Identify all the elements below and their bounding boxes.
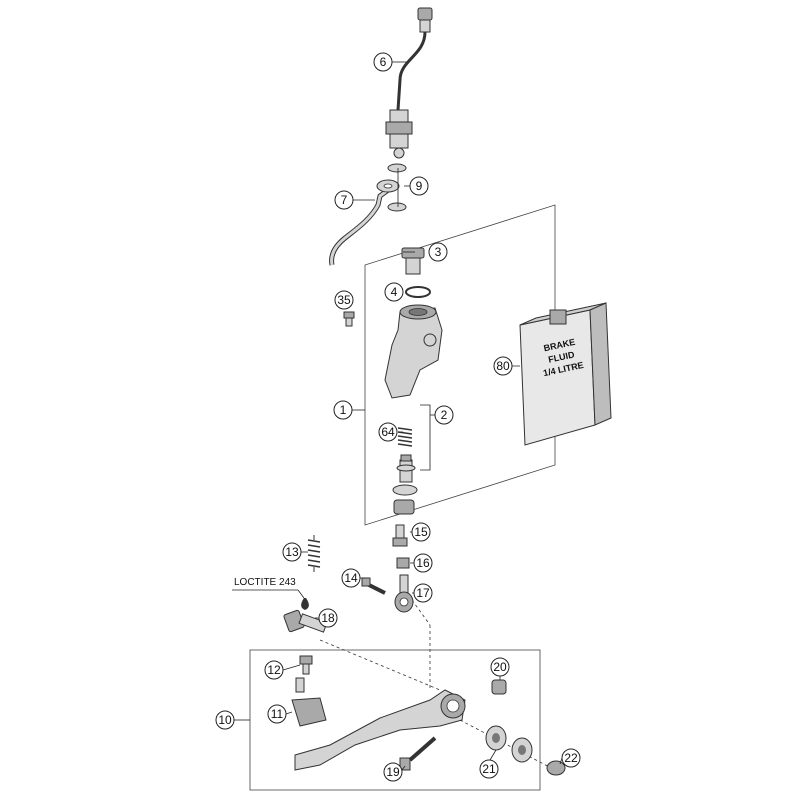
svg-text:2: 2 [441,408,448,422]
callout-3: 3 [428,242,448,262]
callout-9: 9 [409,176,429,196]
svg-text:14: 14 [344,571,358,585]
bearing-parts [485,725,533,763]
brake-fluid-container: BRAKE FLUID 1/4 LITRE [519,302,612,446]
clevis-part [394,574,414,613]
svg-text:35: 35 [337,293,351,307]
pushrod-part [392,524,408,547]
brake-line-part [329,179,400,266]
svg-text:11: 11 [271,707,284,721]
callout-21: 21 [479,759,499,779]
svg-text:17: 17 [416,586,430,600]
callout-10: 10 [215,710,235,730]
reservoir-cap-part [401,247,425,275]
nut-part-22 [546,760,566,776]
callout-7: 7 [334,190,354,210]
pivot-bolt-part [283,609,328,633]
svg-text:18: 18 [321,611,335,625]
svg-text:16: 16 [416,556,430,570]
callout-4: 4 [384,282,404,302]
callout-64: 64 [378,422,398,442]
svg-text:20: 20 [493,660,507,674]
svg-text:1: 1 [340,403,347,417]
svg-text:64: 64 [381,425,395,439]
loctite-label: LOCTITE 243 [234,577,296,588]
callout-20: 20 [490,657,510,677]
brake-light-switch-part [385,7,433,159]
callout-15: 15 [411,522,431,542]
assembly-guide-lines [319,599,556,771]
bushing-part [491,679,507,695]
nut-part-16 [396,557,410,569]
svg-text:10: 10 [218,713,232,727]
svg-text:15: 15 [414,525,428,539]
callout-14: 14 [341,568,361,588]
svg-text:13: 13 [285,545,299,559]
leader-lines [234,61,563,771]
screw-part [343,311,355,327]
brake-pedal-lever-part [294,689,466,771]
pedal-tip-part [291,677,327,727]
callout-6: 6 [373,52,393,72]
bolt-part-19 [399,736,437,771]
svg-text:9: 9 [416,179,423,193]
callout-22: 22 [561,748,581,768]
callout-80: 80 [493,356,513,376]
svg-text:6: 6 [380,55,387,69]
washer-parts [387,163,407,212]
callout-17: 17 [413,583,433,603]
svg-text:4: 4 [391,285,398,299]
callout-13: 13 [282,542,302,562]
callout-12: 12 [264,660,284,680]
loctite-drop-icon [301,598,309,610]
svg-text:7: 7 [341,193,348,207]
loctite-note: LOCTITE 243 [232,577,305,599]
callout-2: 2 [434,405,454,425]
o-ring-part [405,286,431,298]
svg-text:21: 21 [482,762,496,776]
svg-text:19: 19 [386,765,400,779]
callout-1: 1 [333,400,353,420]
master-cylinder-part [384,304,443,399]
svg-text:80: 80 [496,359,510,373]
callout-35: 35 [334,290,354,310]
part-2-bracket [420,404,435,471]
callout-18: 18 [318,608,338,628]
return-spring-part [307,535,321,572]
piston-kit-part [392,427,418,515]
screw-part-12 [299,655,313,675]
callout-19: 19 [383,762,403,782]
master-cylinder-assembly-frame [364,204,556,526]
callout-11: 11 [267,704,287,724]
callout-16: 16 [413,553,433,573]
svg-text:3: 3 [435,245,442,259]
svg-text:12: 12 [267,663,281,677]
bolt-part-14 [361,577,386,595]
svg-text:22: 22 [564,751,578,765]
